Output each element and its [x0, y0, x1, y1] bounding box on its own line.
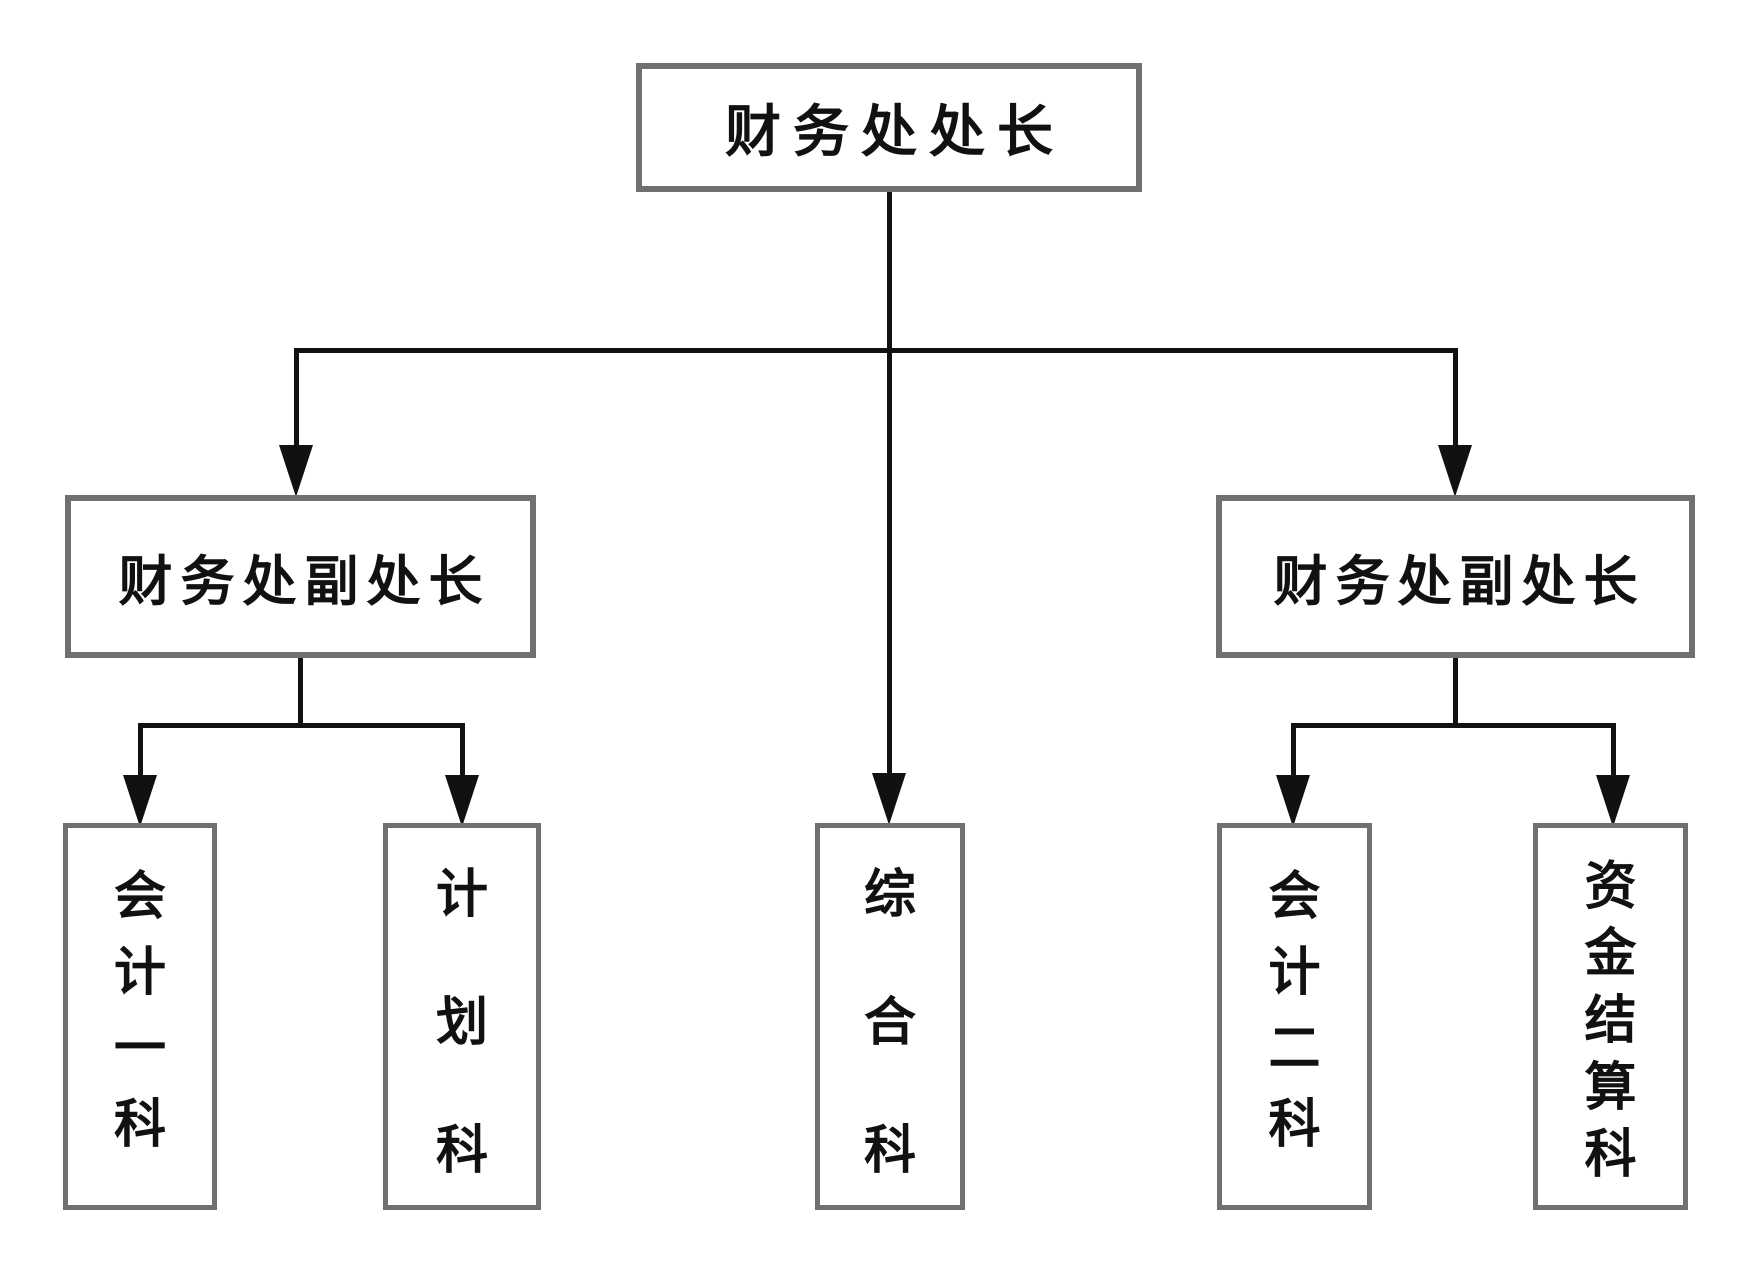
node-funds-settlement-label: 资金结算科 [1584, 859, 1637, 1184]
node-deputy-left: 财务处副处长 [65, 495, 536, 658]
connector-drop-deputy-left [294, 348, 299, 448]
node-planning: 计划科 [383, 823, 541, 1210]
node-accounting-1: 会计一科 [63, 823, 217, 1210]
node-accounting-1-label: 会计一科 [113, 869, 166, 1154]
node-planning-label: 计划科 [435, 867, 488, 1180]
node-deputy-right-label: 财务处副处长 [1273, 552, 1646, 612]
connector-left-rail [138, 723, 465, 728]
connector-deputy-right-stem [1453, 658, 1458, 728]
connector-deputy-left-stem [298, 658, 303, 728]
node-deputy-left-label: 财务处副处长 [118, 552, 491, 612]
node-deputy-right: 财务处副处长 [1216, 495, 1695, 658]
connector-drop-accounting-2 [1291, 723, 1296, 778]
connector-director-trunk [887, 192, 892, 775]
connector-drop-funds-settlement [1611, 723, 1616, 778]
connector-drop-accounting-1 [138, 723, 143, 778]
arrowhead-down-funds-settlement [1596, 775, 1630, 827]
node-general-label: 综合科 [863, 867, 916, 1180]
node-funds-settlement: 资金结算科 [1533, 823, 1688, 1210]
node-general: 综合科 [815, 823, 965, 1210]
connector-right-rail [1291, 723, 1616, 728]
arrowhead-down-deputy-right [1438, 445, 1472, 497]
arrowhead-down-general [872, 773, 906, 825]
connector-drop-planning [460, 723, 465, 778]
arrowhead-down-accounting-2 [1276, 775, 1310, 827]
node-director: 财务处处长 [636, 63, 1142, 192]
node-accounting-2: 会计二科 [1217, 823, 1372, 1210]
arrowhead-down-deputy-left [279, 445, 313, 497]
connector-main-rail [294, 348, 1458, 353]
node-director-label: 财务处处长 [725, 102, 1065, 164]
connector-drop-deputy-right [1453, 348, 1458, 448]
node-accounting-2-label: 会计二科 [1268, 869, 1321, 1154]
arrowhead-down-accounting-1 [123, 775, 157, 827]
arrowhead-down-planning [445, 775, 479, 827]
